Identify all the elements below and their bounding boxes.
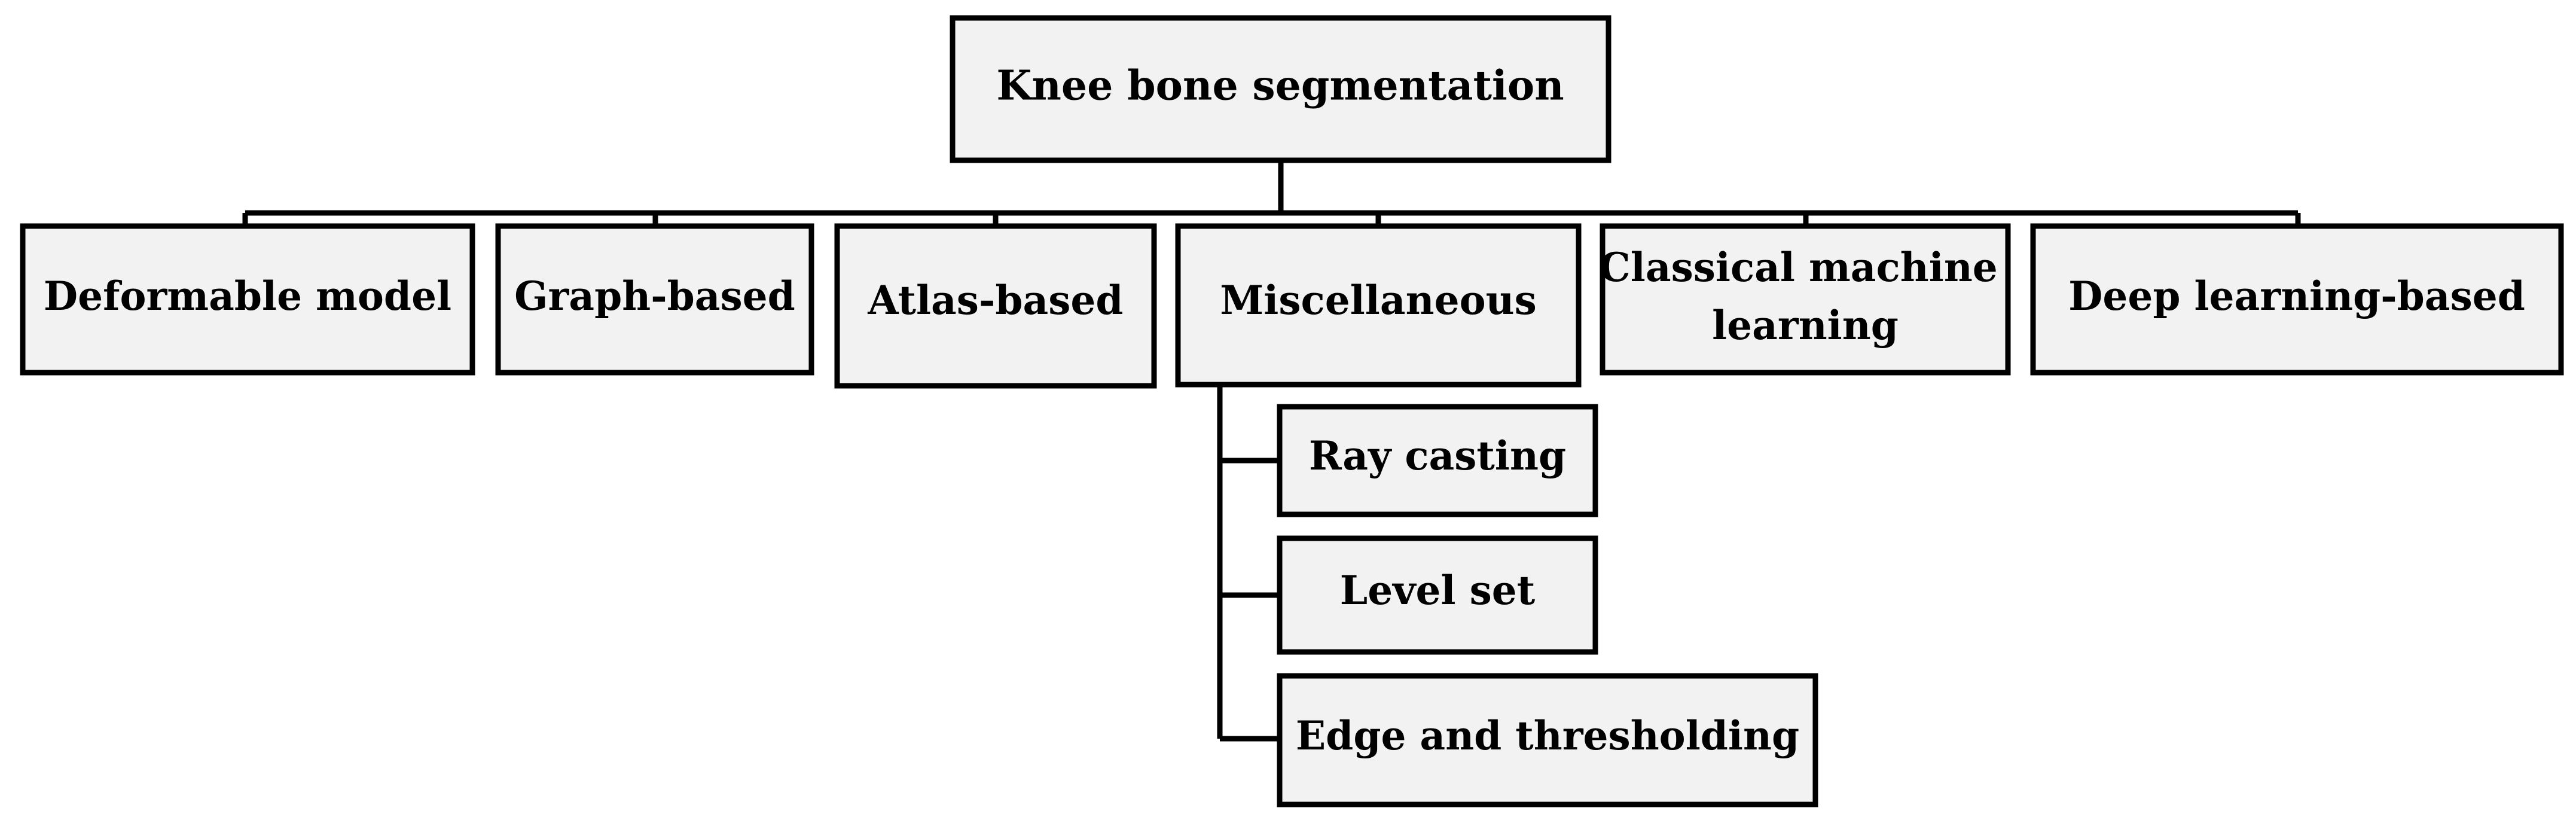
node-edge-and-thresholding-label: Edge and thresholding: [1296, 712, 1799, 759]
node-classical-machine-learning: Classical machine learning: [1599, 223, 2012, 376]
node-graph-based: Graph-based: [495, 223, 814, 376]
node-deformable-model-label: Deformable model: [44, 273, 451, 319]
node-classical-machine-learning-label: Classical machine learning: [1599, 244, 2012, 349]
node-root-label: Knee bone segmentation: [996, 62, 1564, 110]
node-ray-casting: Ray casting: [1277, 404, 1598, 517]
node-classical-machine-learning-line-2: learning: [1712, 302, 1899, 349]
node-classical-machine-learning-line-1: Classical machine: [1599, 244, 1998, 291]
node-level-set-label: Level set: [1340, 567, 1536, 614]
node-edge-and-thresholding: Edge and thresholding: [1277, 673, 1818, 807]
node-root: Knee bone segmentation: [950, 15, 1611, 163]
node-deep-learning-based-label: Deep learning-based: [2068, 273, 2525, 319]
node-miscellaneous: Miscellaneous: [1175, 223, 1582, 388]
node-atlas-based: Atlas-based: [834, 223, 1157, 389]
node-atlas-based-label: Atlas-based: [867, 277, 1123, 324]
node-level-set: Level set: [1277, 535, 1598, 655]
node-ray-casting-label: Ray casting: [1309, 432, 1566, 479]
node-deformable-model: Deformable model: [20, 223, 475, 376]
connectors: [242, 160, 2301, 742]
node-miscellaneous-label: Miscellaneous: [1220, 277, 1537, 324]
node-graph-based-label: Graph-based: [514, 273, 795, 319]
node-deep-learning-based: Deep learning-based: [2030, 223, 2564, 376]
